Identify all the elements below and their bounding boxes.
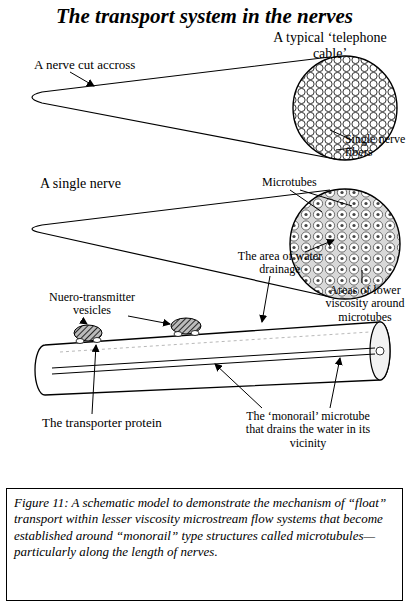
figure-caption: Figure 11: A schematic model to demonstr…	[14, 495, 395, 560]
vesicles	[74, 318, 201, 344]
leader-lines	[70, 72, 362, 414]
part-label: The ‘monorail’ microtube that drains the…	[238, 410, 378, 450]
part-label: The transporter protein	[42, 416, 212, 431]
title: The transport system in the nerves	[0, 5, 409, 29]
part-label: A single nerve	[40, 176, 240, 192]
part-label: Areas of lower viscosity around microtub…	[322, 284, 408, 324]
part-label: A typical ‘telephone cable’	[268, 30, 392, 61]
monorail-tube	[35, 322, 390, 395]
single-nerve	[32, 189, 400, 299]
part-label: A nerve cut accross	[34, 58, 194, 73]
part-label: The area of water drainage	[232, 250, 328, 277]
part-label: Nuero-transmitter vesicles	[36, 291, 148, 318]
part-label: Microtubes	[262, 176, 342, 189]
part-label: Single nerve fibers	[345, 133, 409, 160]
cable-nerve	[32, 56, 397, 160]
caption-frame	[7, 489, 403, 601]
